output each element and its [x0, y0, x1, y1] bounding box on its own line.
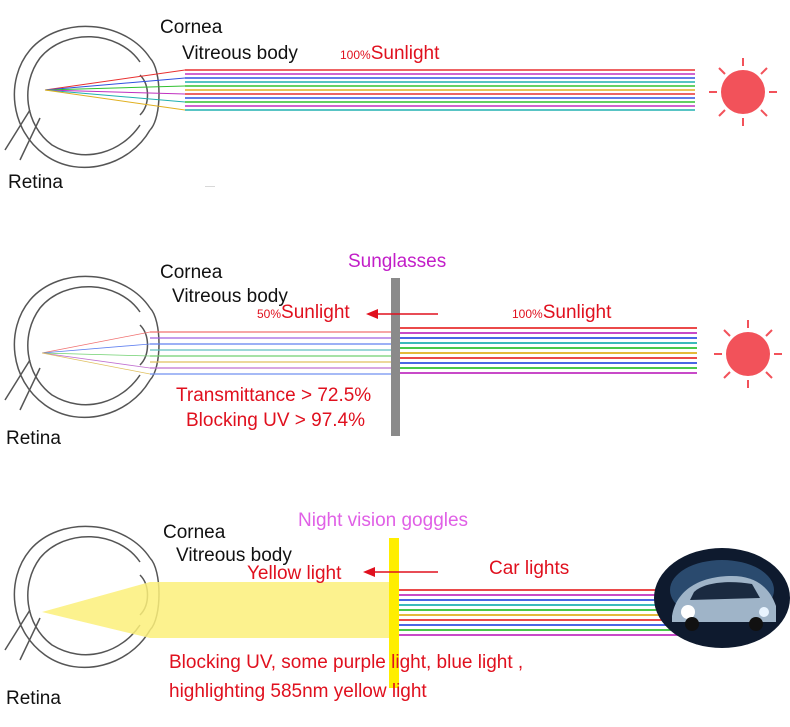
- yellow-light-beam: [42, 582, 392, 638]
- filtered-rays: [41, 331, 393, 375]
- half-sunlight-percent: 50%: [257, 307, 282, 321]
- car-light-rays: [398, 589, 680, 636]
- uv-blocking-note: Blocking UV > 97.4%: [186, 410, 366, 431]
- eye-diagram-icon: [4, 25, 160, 169]
- vitreous-body-label: Vitreous body: [176, 545, 292, 566]
- sun-icon: [709, 58, 777, 126]
- transmittance-note: Transmittance > 72.5%: [176, 385, 372, 406]
- left-arrow-icon: [366, 309, 438, 319]
- full-sunlight-rays: [398, 327, 697, 374]
- vitreous-body-label: Vitreous body: [172, 286, 288, 307]
- panel3-graphic: [4, 525, 790, 688]
- yellow-light-label: Yellow light: [247, 563, 342, 584]
- sunglasses-lens: [391, 278, 400, 436]
- retina-label: Retina: [8, 172, 63, 193]
- sunlight-label: 100%Sunlight: [340, 44, 439, 63]
- uv-blocking-note: Blocking UV, some purple light, blue lig…: [169, 652, 524, 673]
- retina-label: Retina: [6, 688, 61, 709]
- cornea-label: Cornea: [160, 17, 223, 38]
- half-sunlight-text: Sunlight: [281, 302, 350, 323]
- cornea-label: Cornea: [160, 262, 223, 283]
- goggles-lens: [389, 538, 399, 688]
- panel1-graphic: [4, 25, 777, 169]
- panel-divider: [205, 186, 215, 187]
- panel-sunlight: Cornea Vitreous body Retina 100%Sunlight: [0, 0, 790, 240]
- car-lights-label: Car lights: [489, 558, 570, 579]
- full-sunlight-text: Sunlight: [542, 302, 612, 323]
- panel-night-vision: Cornea Vitreous body Retina Night vision…: [0, 490, 790, 727]
- left-arrow-icon: [363, 567, 438, 577]
- yellow-highlight-note: highlighting 585nm yellow light: [169, 681, 427, 702]
- sunlight-rays: [44, 69, 695, 111]
- full-sunlight-label: 100%Sunlight: [512, 303, 611, 322]
- car-icon: [654, 548, 790, 648]
- panel-sunglasses: Cornea Vitreous body Retina Sunglasses 5…: [0, 240, 790, 490]
- sunlight-text: Sunlight: [370, 43, 440, 64]
- night-vision-title: Night vision goggles: [298, 510, 469, 531]
- full-sunlight-percent: 100%: [512, 307, 543, 321]
- sunlight-percent: 100%: [340, 48, 371, 62]
- eye-diagram-icon: [4, 275, 160, 419]
- half-sunlight-label: 50%Sunlight: [257, 303, 350, 322]
- sun-icon: [714, 320, 782, 388]
- panel2-graphic: [4, 275, 782, 436]
- sunglasses-title: Sunglasses: [348, 251, 447, 272]
- retina-label: Retina: [6, 428, 61, 449]
- cornea-label: Cornea: [163, 522, 226, 543]
- vitreous-body-label: Vitreous body: [182, 43, 298, 64]
